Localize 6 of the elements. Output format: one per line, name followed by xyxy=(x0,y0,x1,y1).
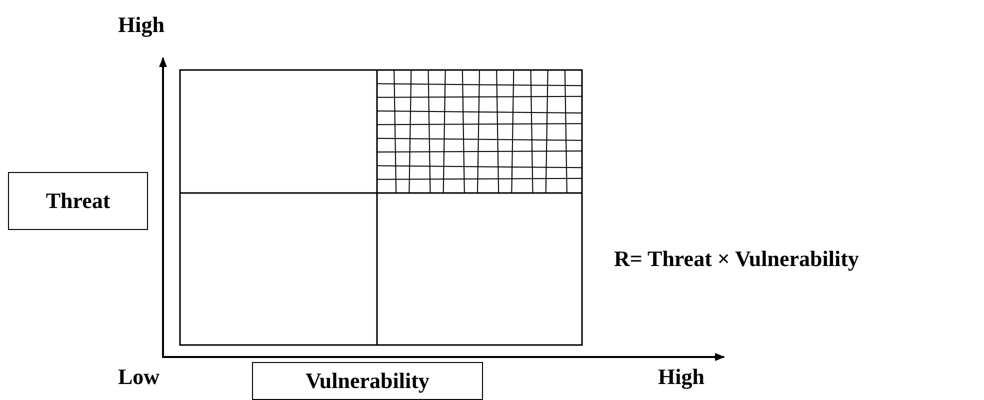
axis-end-label: Low xyxy=(118,364,160,390)
axis-title-box: Threat xyxy=(8,172,148,230)
axis-title-box: Vulnerability xyxy=(252,362,483,400)
axis-end-label: High xyxy=(658,364,704,390)
axis-end-label: High xyxy=(118,12,164,38)
formula-text: R= Threat × Vulnerability xyxy=(614,246,859,272)
